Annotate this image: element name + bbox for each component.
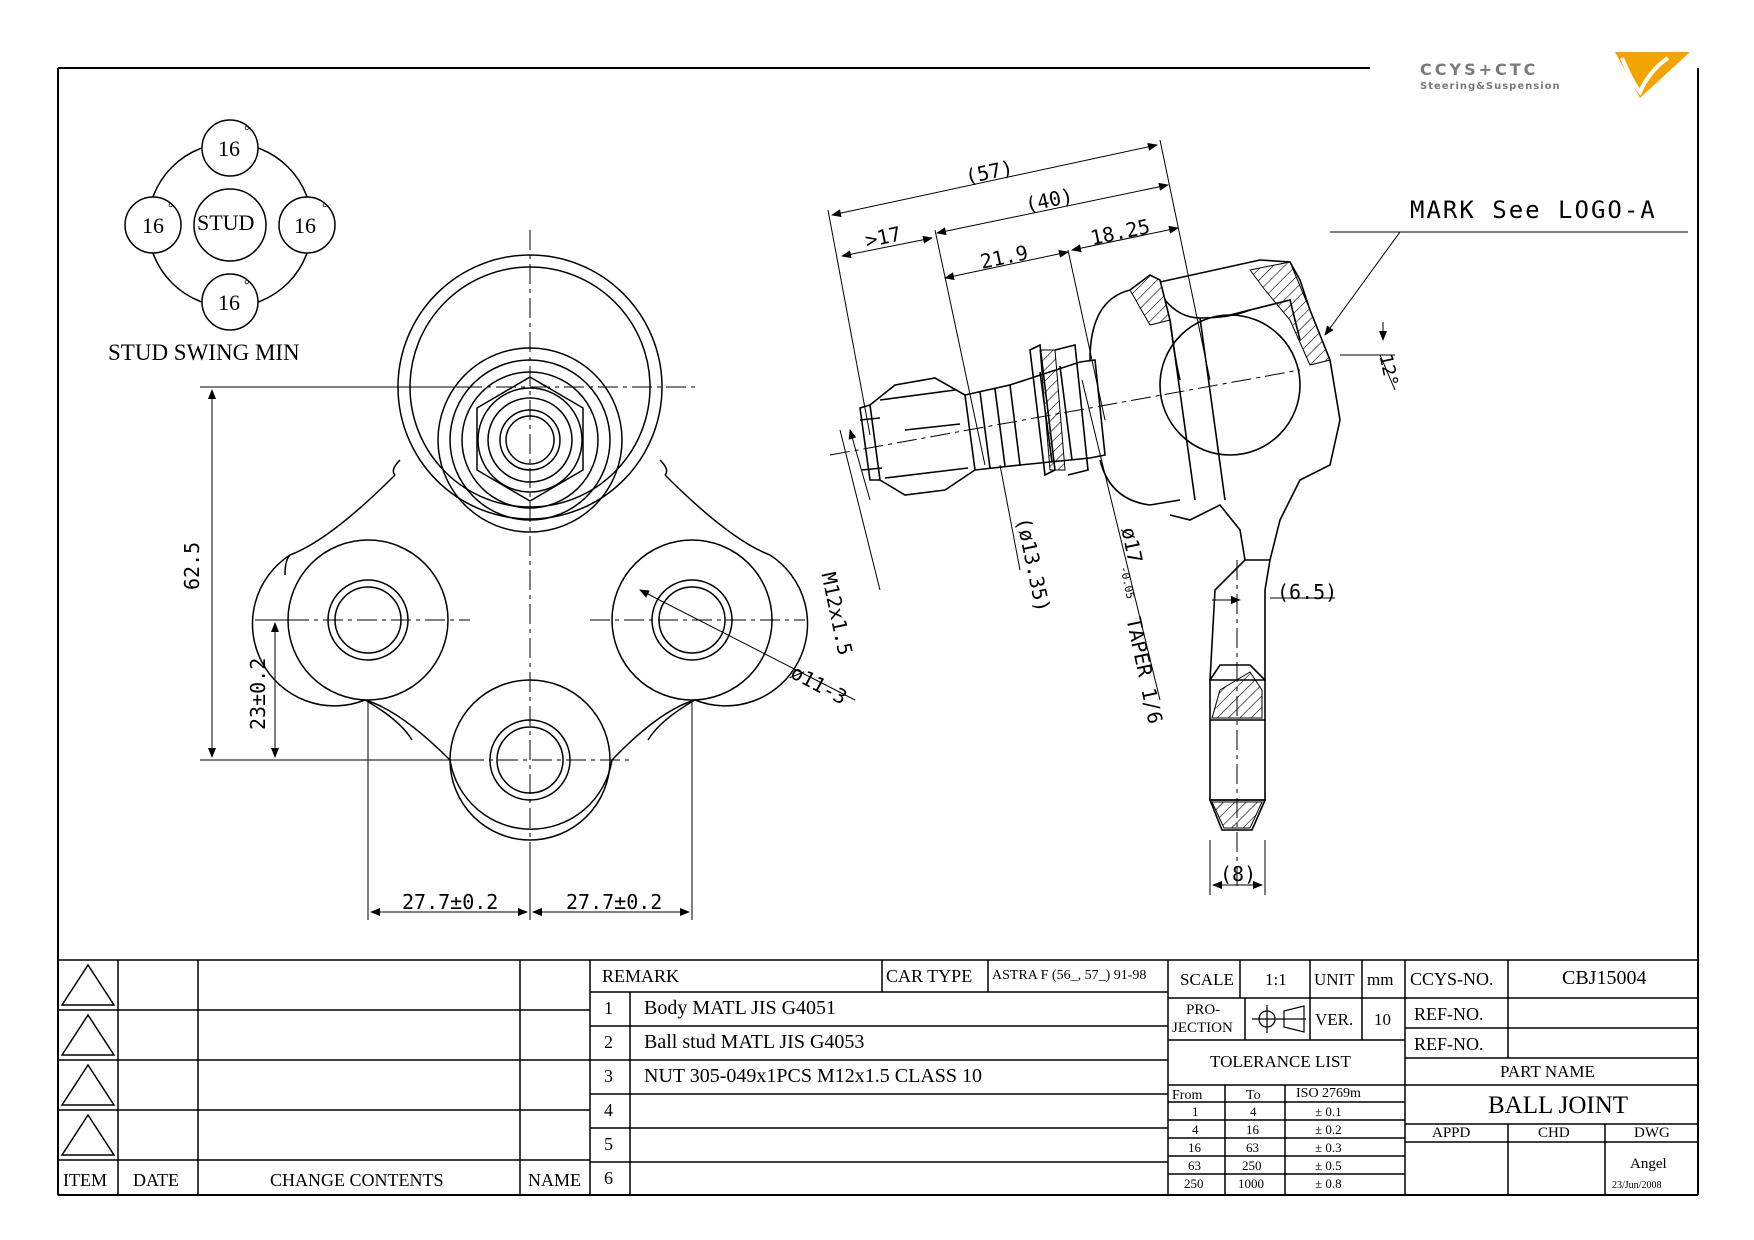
dim-62-5: 62.5 bbox=[180, 541, 204, 590]
remark-no: 1 bbox=[604, 998, 613, 1018]
header-item: ITEM bbox=[63, 1170, 107, 1190]
tol-header-to: To bbox=[1246, 1088, 1261, 1103]
ball-joint-side-view bbox=[859, 259, 1341, 831]
degree-right: ° bbox=[322, 201, 328, 216]
tol-value: ± 0.3 bbox=[1315, 1140, 1342, 1155]
remark-text: Ball stud MATL JIS G4053 bbox=[644, 1031, 865, 1053]
side-view-hatching bbox=[1039, 261, 1331, 829]
tol-to: 1000 bbox=[1238, 1176, 1264, 1191]
remark-label: REMARK bbox=[602, 966, 680, 986]
tol-from: 63 bbox=[1188, 1158, 1201, 1173]
projection-symbol-icon bbox=[1252, 1005, 1306, 1033]
bottom-view-centerlines bbox=[255, 230, 805, 845]
dwg-label: DWG bbox=[1634, 1125, 1670, 1141]
tol-from: 1 bbox=[1192, 1104, 1199, 1119]
stud-swing-title: STUD SWING MIN bbox=[108, 340, 300, 365]
swing-angle-top: 16 bbox=[218, 136, 240, 161]
tol-from: 16 bbox=[1188, 1140, 1201, 1155]
stud-swing-diagram bbox=[124, 119, 336, 331]
remark-no: 5 bbox=[604, 1134, 613, 1154]
header-change-contents: CHANGE CONTENTS bbox=[270, 1170, 444, 1190]
logo-brand: CCYS+CTC bbox=[1420, 60, 1539, 79]
part-name-value: BALL JOINT bbox=[1488, 1092, 1629, 1119]
ccys-no-value: CBJ15004 bbox=[1562, 967, 1647, 989]
remark-no: 2 bbox=[604, 1032, 613, 1052]
car-type-label: CAR TYPE bbox=[886, 966, 973, 986]
tol-value: ± 0.8 bbox=[1315, 1176, 1342, 1191]
degree-bottom: ° bbox=[244, 278, 250, 293]
header-name: NAME bbox=[528, 1170, 581, 1190]
dim-23: 23±0.2 bbox=[246, 657, 270, 730]
tol-value: ± 0.2 bbox=[1315, 1122, 1342, 1137]
scale-value: 1:1 bbox=[1265, 970, 1287, 989]
logo-mark bbox=[1615, 52, 1690, 98]
projection-label-1: PRO- bbox=[1186, 1002, 1221, 1018]
car-type-value: ASTRA F (56_, 57_) 91-98 bbox=[992, 968, 1147, 983]
appd-label: APPD bbox=[1432, 1125, 1471, 1141]
swing-angle-bottom: 16 bbox=[218, 290, 240, 315]
tolerance-title: TOLERANCE LIST bbox=[1210, 1052, 1351, 1071]
projection-label-2: JECTION bbox=[1172, 1020, 1233, 1036]
chd-label: CHD bbox=[1538, 1125, 1570, 1141]
dim-27-7-right: 27.7±0.2 bbox=[566, 890, 663, 914]
tol-value: ± 0.5 bbox=[1315, 1158, 1342, 1173]
remark-no: 3 bbox=[604, 1066, 613, 1086]
title-block-grid bbox=[58, 959, 1698, 1195]
tol-from: 250 bbox=[1184, 1176, 1204, 1191]
tol-value: ± 0.1 bbox=[1315, 1104, 1342, 1119]
swing-angle-left: 16 bbox=[142, 213, 164, 238]
unit-label: UNIT bbox=[1314, 970, 1355, 989]
tol-header-iso: ISO 2769m bbox=[1296, 1086, 1361, 1101]
remark-text: NUT 305-049x1PCS M12x1.5 CLASS 10 bbox=[644, 1065, 983, 1087]
mark-see-logo-label: MARK See LOGO-A bbox=[1410, 196, 1657, 224]
unit-value: mm bbox=[1367, 970, 1394, 989]
tol-header-from: From bbox=[1172, 1088, 1203, 1103]
drawer-name: Angel bbox=[1630, 1156, 1667, 1172]
dim-8: (8) bbox=[1220, 862, 1257, 886]
tol-to: 16 bbox=[1246, 1122, 1259, 1137]
tol-from: 4 bbox=[1192, 1122, 1199, 1137]
swing-angle-right: 16 bbox=[294, 213, 316, 238]
drawing-frame bbox=[57, 67, 1699, 1196]
tol-to: 4 bbox=[1250, 1104, 1257, 1119]
remark-no: 6 bbox=[604, 1168, 613, 1188]
ref-no-label-1: REF-NO. bbox=[1414, 1004, 1484, 1024]
degree-left: ° bbox=[168, 201, 174, 216]
ccys-no-label: CCYS-NO. bbox=[1410, 969, 1494, 989]
scale-label: SCALE bbox=[1180, 970, 1234, 989]
swing-center-label: STUD bbox=[197, 210, 255, 235]
dim-27-7-left: 27.7±0.2 bbox=[402, 890, 499, 914]
revision-triangles bbox=[60, 963, 116, 1156]
tol-to: 250 bbox=[1242, 1158, 1262, 1173]
side-view-dimensions bbox=[827, 139, 1688, 895]
dim-6-5: (6.5) bbox=[1277, 580, 1338, 604]
ref-no-label-2: REF-NO. bbox=[1414, 1034, 1484, 1054]
ver-label: VER. bbox=[1315, 1010, 1354, 1029]
tol-to: 63 bbox=[1246, 1140, 1259, 1155]
drawing-date: 23/Jun/2008 bbox=[1612, 1180, 1662, 1191]
degree-top: ° bbox=[244, 124, 250, 139]
ver-value: 10 bbox=[1374, 1010, 1391, 1029]
remark-no: 4 bbox=[604, 1100, 613, 1120]
part-name-label: PART NAME bbox=[1500, 1062, 1595, 1081]
remark-text: Body MATL JIS G4051 bbox=[644, 997, 837, 1019]
logo-tagline: Steering&Suspension bbox=[1420, 81, 1561, 92]
bottom-view-dimensions bbox=[200, 386, 856, 920]
header-date: DATE bbox=[133, 1170, 179, 1190]
side-view-centerline bbox=[829, 369, 1301, 890]
